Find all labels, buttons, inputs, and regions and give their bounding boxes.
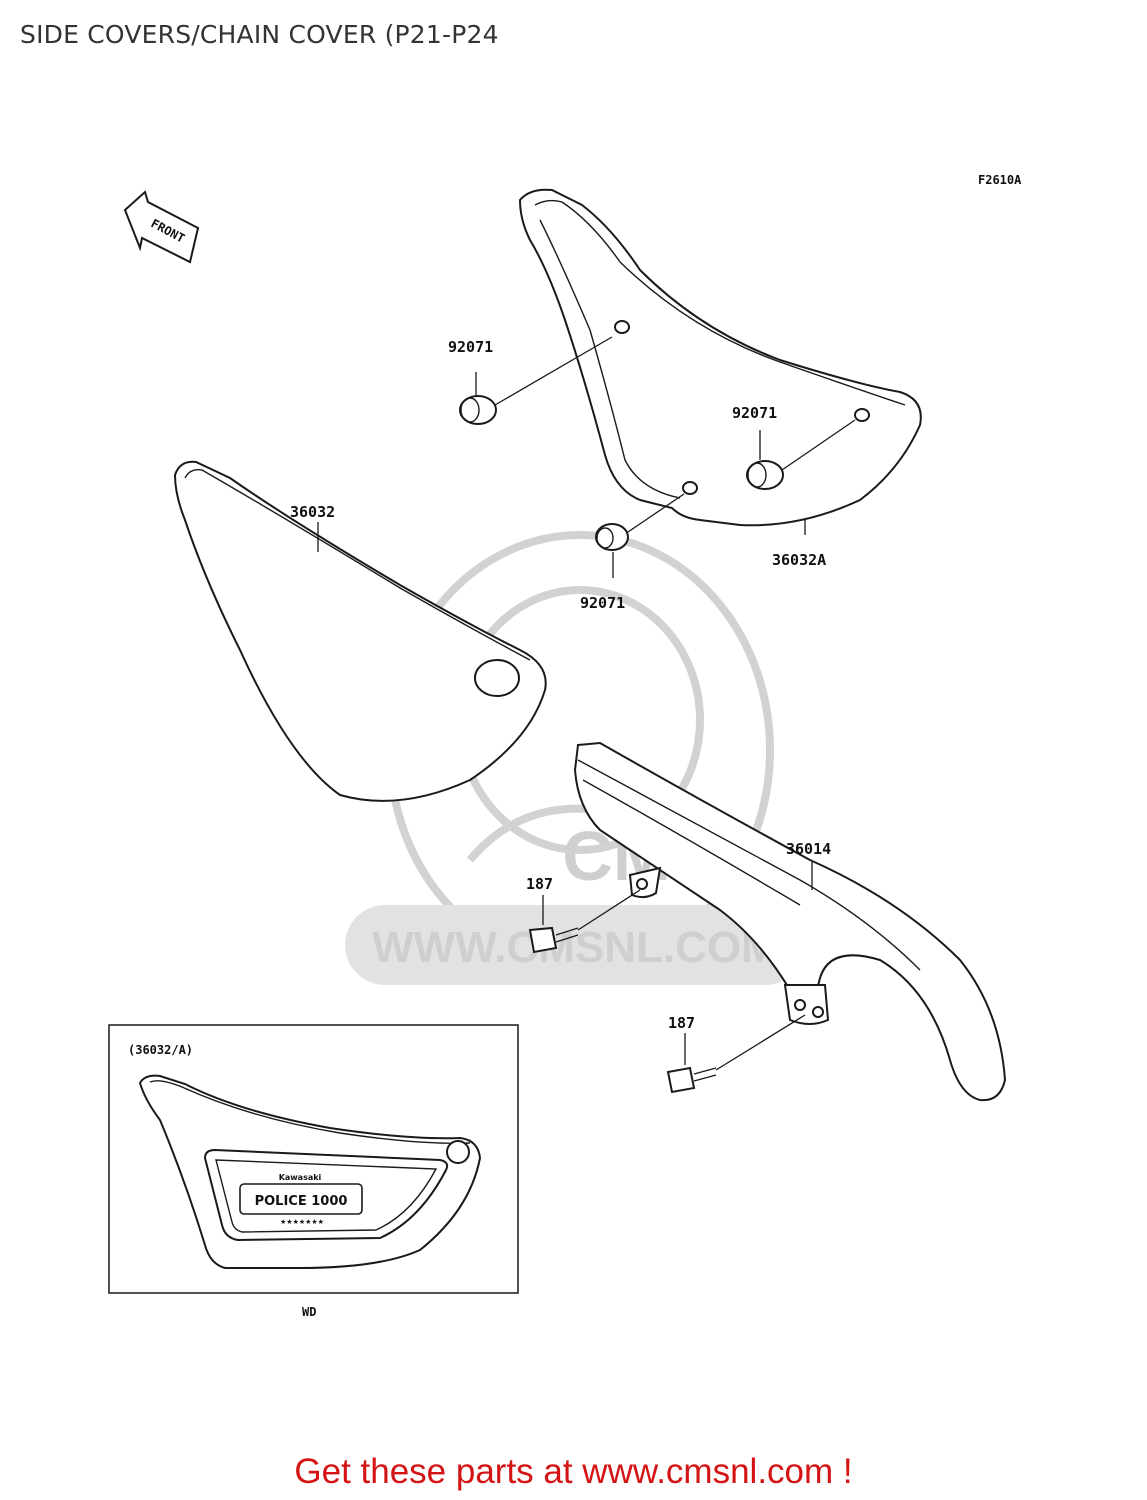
page-title: SIDE COVERS/CHAIN COVER (P21-P24 — [20, 20, 499, 49]
part-label-chain-cover: 36014 — [786, 840, 831, 858]
watermark-text: WWW.CMSNL.COM — [372, 923, 778, 972]
part-label-bolt-2: 187 — [668, 1014, 695, 1032]
bolt-2 — [666, 1066, 717, 1094]
part-label-grommet-2: 92071 — [732, 404, 777, 422]
part-label-bolt-1: 187 — [526, 875, 553, 893]
inset-panel: (36032/A) Kawasaki POLICE 1000 ★★★★★★★ — [108, 1024, 519, 1294]
front-arrow-icon: FRONT — [123, 190, 200, 264]
police-emblem: Kawasaki POLICE 1000 ★★★★★★★ — [239, 1173, 363, 1226]
grommet-3 — [595, 523, 629, 551]
part-label-side-cover-right: 36032A — [772, 551, 826, 569]
inset-variant-label: WD — [302, 1305, 316, 1319]
side-cover-right — [518, 188, 922, 527]
emblem-brand: Kawasaki — [279, 1173, 322, 1182]
grommet-2 — [746, 460, 784, 490]
part-label-side-cover-left: 36032 — [290, 503, 335, 521]
bolt-1 — [528, 926, 579, 954]
part-label-grommet-3: 92071 — [580, 594, 625, 612]
emblem-text: POLICE 1000 — [255, 1194, 348, 1209]
call-to-action-link[interactable]: Get these parts at www.cmsnl.com ! — [294, 1452, 853, 1491]
side-cover-left — [173, 460, 547, 802]
inset-label: (36032/A) — [128, 1043, 193, 1057]
figure-code: F2610A — [978, 173, 1022, 187]
part-label-grommet-1: 92071 — [448, 338, 493, 356]
emblem-stars: ★★★★★★★ — [280, 1218, 324, 1226]
grommet-1 — [459, 395, 497, 425]
